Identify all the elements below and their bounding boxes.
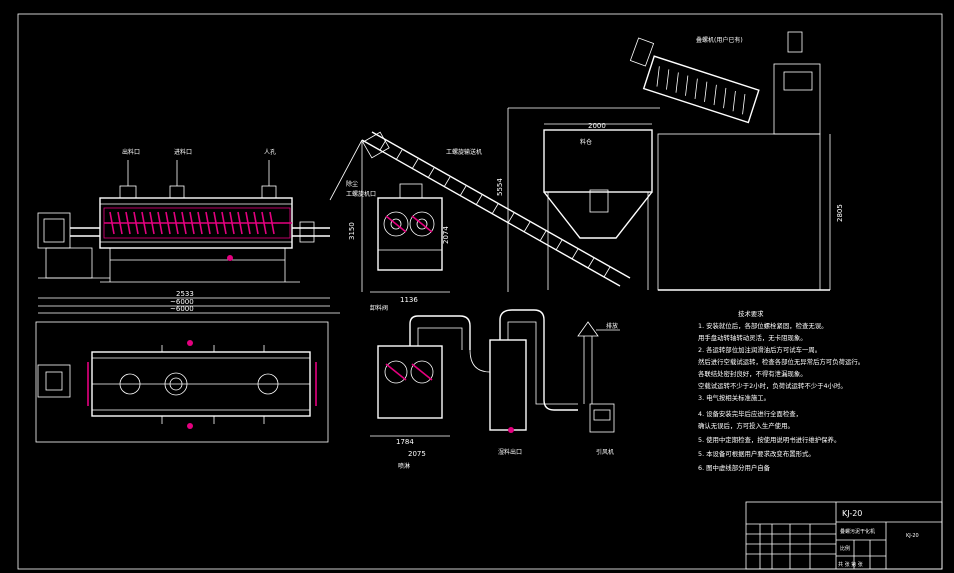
dim-5554: 5554 bbox=[496, 178, 504, 196]
label-outlet: 出料口 bbox=[122, 148, 140, 156]
title-model: KJ-20 bbox=[842, 509, 862, 518]
note-line-10: 5. 使用中定期检查，按使用说明书进行维护保养。 bbox=[698, 435, 840, 444]
label-water-inlet: 喷淋 bbox=[398, 462, 410, 470]
exhaust-stack: 排放 引风机 bbox=[577, 321, 620, 456]
title-sheet: 共 张 第 张 bbox=[838, 561, 863, 568]
dim-1136: 1136 bbox=[400, 296, 418, 304]
label-dryer-bottom: 湿料出口 bbox=[498, 448, 522, 456]
note-line-3: 2. 各运转部位加注润滑油后方可试车一周。 bbox=[698, 345, 821, 354]
dryer-front-view: 出料口 进料口 人孔 2533 ~6000 ~6000 bbox=[37, 148, 340, 314]
label-fan: 引风机 bbox=[596, 448, 614, 456]
title-code: KJ-20 bbox=[906, 533, 919, 539]
dim-6000-a: ~6000 bbox=[170, 298, 194, 306]
dim-2074: 2074 bbox=[442, 226, 450, 244]
label-inlet: 进料口 bbox=[174, 148, 192, 156]
dehydrator-unit: 叠螺机(用户已有) 2805 bbox=[629, 31, 844, 291]
note-line-2: 用手盘动转轴转动灵活，无卡阻现象。 bbox=[698, 333, 807, 342]
notes-title: 技术要求 bbox=[738, 309, 764, 318]
note-line-8: 4. 设备安装完毕后应进行全面检查， bbox=[698, 409, 802, 418]
label-manhole: 人孔 bbox=[264, 148, 276, 156]
dim-2075: 2075 bbox=[408, 450, 426, 458]
storage-bin: 2000 5554 料仓 bbox=[496, 107, 660, 292]
crusher-unit: 3150 2074 1136 除尘 卸料阀 bbox=[329, 139, 450, 312]
dim-2533: 2533 bbox=[176, 290, 194, 298]
note-line-11: 5. 本设备可根据用户要求改变布置形式。 bbox=[698, 449, 815, 458]
sheet-border bbox=[17, 13, 943, 570]
note-line-4: 然后进行空载试运转，检查各部位无异常后方可负荷运行。 bbox=[698, 357, 864, 366]
label-dust-collector: 除尘 bbox=[346, 180, 358, 188]
label-dehydrator: 叠螺机(用户已有) bbox=[696, 36, 743, 44]
dim-3150: 3150 bbox=[348, 222, 356, 240]
label-screw-feeder: 工螺旋输送机 bbox=[446, 148, 482, 156]
label-feed-port: 工螺旋机口 bbox=[346, 190, 376, 198]
note-line-9: 确认无误后，方可投入生产使用。 bbox=[698, 421, 794, 430]
note-line-6: 空载试运转不少于2小时，负荷试运转不少于4小时。 bbox=[698, 381, 847, 390]
dim-6000-b: ~6000 bbox=[170, 305, 194, 313]
dim-1784: 1784 bbox=[396, 438, 414, 446]
title-name: 叠螺污泥干化机 bbox=[840, 528, 875, 535]
label-rotary-valve: 卸料阀 bbox=[370, 304, 388, 312]
note-line-7: 3. 电气按相关标准施工。 bbox=[698, 393, 770, 402]
technical-notes: 技术要求 1. 安装就位后，各部位螺栓紧固，检查无误。 用手盘动转轴转动灵活，无… bbox=[698, 309, 864, 472]
title-scale: 比例 bbox=[840, 545, 850, 552]
label-exhaust: 排放 bbox=[606, 322, 618, 330]
scrubber-piping: 1784 2075 湿料出口 喷淋 bbox=[370, 309, 578, 470]
note-line-12: 6. 图中虚线部分用户自备 bbox=[698, 463, 771, 472]
dim-2805: 2805 bbox=[836, 204, 844, 222]
note-line-5: 各联结处密封良好，不得有泄漏现象。 bbox=[698, 369, 807, 378]
title-block: KJ-20 叠螺污泥干化机 KJ-20 比例 共 张 第 张 bbox=[745, 501, 943, 570]
screw-conveyor: 工螺旋输送机 工螺旋机口 bbox=[346, 131, 631, 287]
note-line-1: 1. 安装就位后，各部位螺栓紧固，检查无误。 bbox=[698, 321, 828, 330]
dim-2000: 2000 bbox=[588, 122, 606, 130]
label-bin: 料仓 bbox=[580, 138, 592, 146]
dryer-plan-view bbox=[35, 321, 329, 443]
